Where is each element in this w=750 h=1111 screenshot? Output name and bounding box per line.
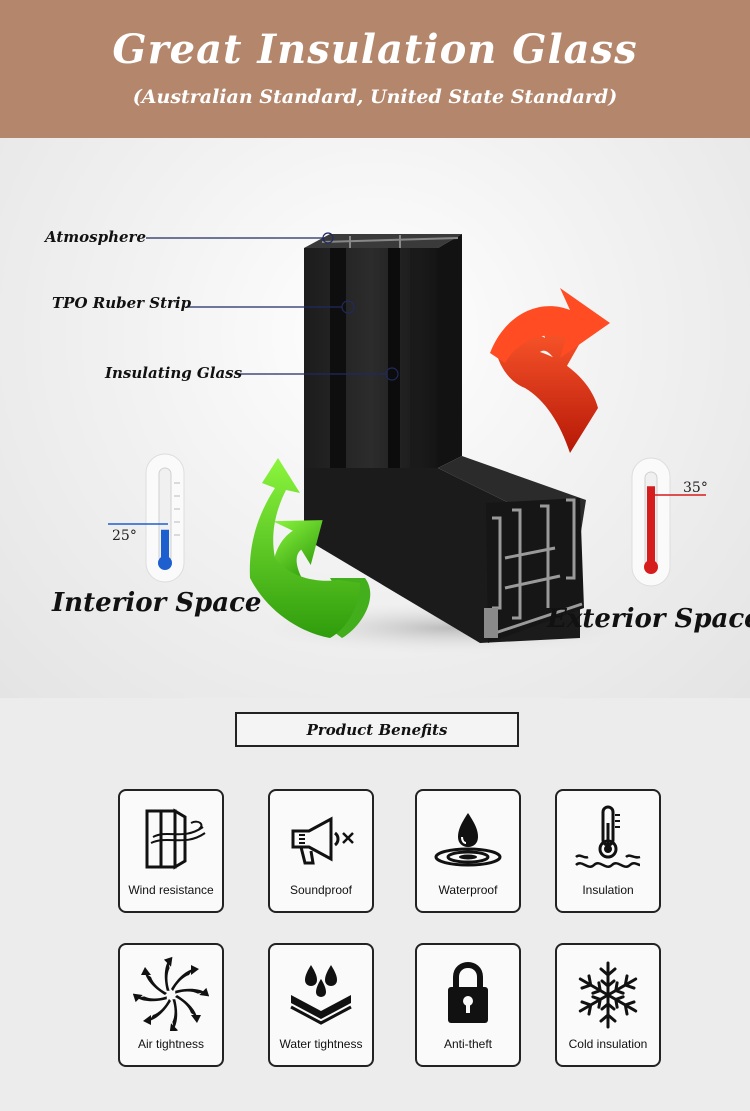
callout-lines — [146, 232, 399, 381]
thermometer-icon — [575, 805, 641, 868]
benefit-card-cold-insulation: Cold insulation — [555, 943, 661, 1067]
benefit-card-insulation: Insulation — [555, 789, 661, 913]
benefit-label: Waterproof — [438, 883, 498, 897]
interior-thermometer-icon — [108, 453, 185, 583]
snowflake-icon — [575, 961, 641, 1029]
wind-window-icon — [145, 808, 206, 870]
swirl-icon — [133, 955, 209, 1031]
drops-icon — [290, 965, 352, 1025]
page-subtitle: (Australian Standard, United State Stand… — [132, 86, 618, 108]
water-drop-icon — [434, 813, 502, 867]
callout-tpo-rubber-strip: TPO Ruber Strip — [52, 294, 192, 312]
benefit-card-soundproof: Soundproof — [268, 789, 374, 913]
megaphone-mute-icon — [291, 816, 354, 865]
benefit-label: Cold insulation — [568, 1037, 648, 1051]
benefit-card-air-tightness: Air tightness — [118, 943, 224, 1067]
window-profile-illustration — [108, 232, 706, 654]
interior-space-label: Interior Space — [52, 588, 262, 618]
benefit-label: Anti-theft — [443, 1037, 493, 1051]
benefit-label: Soundproof — [289, 883, 353, 897]
benefit-card-waterproof: Waterproof — [415, 789, 521, 913]
benefit-label: Air tightness — [137, 1037, 205, 1051]
callout-insulating-glass: Insulating Glass — [105, 364, 243, 382]
exterior-thermometer-icon — [631, 457, 706, 587]
benefit-label: Water tightness — [279, 1037, 363, 1051]
exterior-space-label: Exterior Space — [547, 604, 750, 634]
benefit-label: Insulation — [582, 883, 634, 897]
header-banner: Great Insulation Glass (Australian Stand… — [0, 0, 750, 138]
exterior-temperature: 35° — [683, 480, 708, 496]
benefit-card-wind-resistance: Wind resistance — [118, 789, 224, 913]
interior-temperature: 25° — [112, 528, 137, 544]
product-benefits-heading: Product Benefits — [235, 712, 519, 747]
benefit-label: Wind resistance — [128, 883, 214, 897]
padlock-icon — [448, 961, 488, 1023]
green-arrow-body — [249, 458, 360, 638]
frame-profile — [304, 234, 586, 643]
hero-illustration: Atmosphere TPO Ruber Strip Insulating Gl… — [0, 138, 750, 698]
benefit-card-anti-theft: Anti-theft — [415, 943, 521, 1067]
callout-atmosphere: Atmosphere — [45, 228, 147, 246]
page-title: Great Insulation Glass — [112, 26, 638, 73]
benefit-card-water-tightness: Water tightness — [268, 943, 374, 1067]
red-arrow-head — [490, 288, 610, 363]
red-arrow-body — [495, 318, 598, 453]
